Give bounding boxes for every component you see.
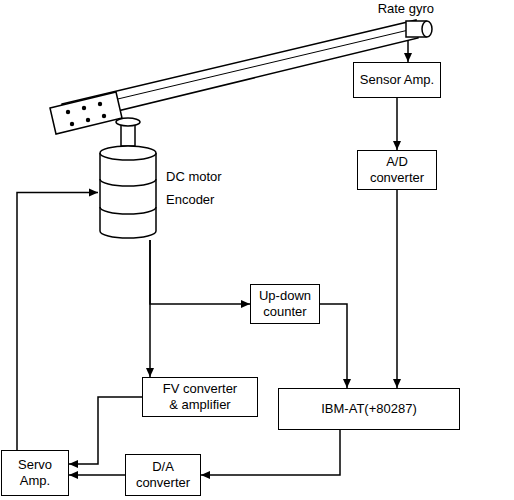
motor-cylinder <box>98 145 158 240</box>
clamp-bolt <box>82 106 86 110</box>
label-wrap: Sensor Amp. <box>358 72 436 88</box>
arrowhead <box>89 189 98 197</box>
arrowhead <box>69 471 78 479</box>
signal-connector <box>404 40 412 62</box>
computer-box: IBM-AT(+80287) <box>278 388 460 430</box>
label-wrap: FV converter & amplifier <box>159 381 241 412</box>
arm-clamp <box>50 92 122 134</box>
connector-line <box>150 240 250 304</box>
arrowhead <box>241 300 250 308</box>
rate-gyro: Rate gyro <box>404 18 434 40</box>
clamp-bolt <box>102 114 106 118</box>
arrowhead <box>393 141 401 150</box>
signal-connector <box>150 240 250 308</box>
gyro-cylinder <box>404 18 434 40</box>
signal-connector <box>393 190 401 388</box>
arrowhead <box>146 368 154 377</box>
node-label: Sensor Amp. <box>358 72 436 88</box>
signal-connector <box>201 430 340 479</box>
converter-box: FV converter & amplifier <box>142 377 258 417</box>
connector-line <box>17 193 98 451</box>
arrowhead <box>404 53 412 62</box>
connector-line <box>149 240 151 377</box>
clamp-bolt <box>86 118 90 122</box>
connector-line <box>320 304 347 388</box>
arrowhead <box>393 379 401 388</box>
signal-connector <box>393 98 401 150</box>
connector-line <box>201 430 340 475</box>
label-wrap: D/A converter <box>130 459 196 490</box>
clamp-bolt <box>66 110 70 114</box>
amplifier-box: Servo Amp. <box>1 450 69 496</box>
label-wrap: Up-down counter <box>255 288 315 319</box>
signal-connector <box>17 189 98 451</box>
node-label: Servo Amp. <box>6 457 64 488</box>
node-label: Up-down counter <box>255 288 315 319</box>
node-label: IBM-AT(+80287) <box>284 401 454 417</box>
shaft-collar <box>116 118 140 126</box>
node-label: D/A converter <box>130 459 196 490</box>
arrowhead <box>343 379 351 388</box>
node-label: DC motor <box>166 169 222 185</box>
node-label: Rate gyro <box>378 1 434 17</box>
node-label: A/D converter <box>362 154 432 185</box>
signal-connector <box>320 304 351 388</box>
arrowhead <box>201 471 210 479</box>
clamp-bolt <box>70 122 74 126</box>
connector-line <box>396 190 398 388</box>
label-wrap: IBM-AT(+80287) <box>284 401 454 417</box>
dc-motor: DC motorEncoder <box>98 145 158 240</box>
converter-box: A/D converter <box>357 150 437 190</box>
label-wrap: Servo Amp. <box>6 457 64 488</box>
signal-connector <box>69 471 125 479</box>
counter-box: Up-down counter <box>250 284 320 324</box>
node-label: FV converter & amplifier <box>159 381 241 412</box>
clamp-bolt <box>98 102 102 106</box>
arrowhead <box>69 460 78 468</box>
label-wrap: A/D converter <box>362 154 432 185</box>
amplifier-box: Sensor Amp. <box>353 62 441 98</box>
converter-box: D/A converter <box>125 454 201 496</box>
node-label: Encoder <box>166 192 214 208</box>
signal-connector <box>146 240 154 377</box>
